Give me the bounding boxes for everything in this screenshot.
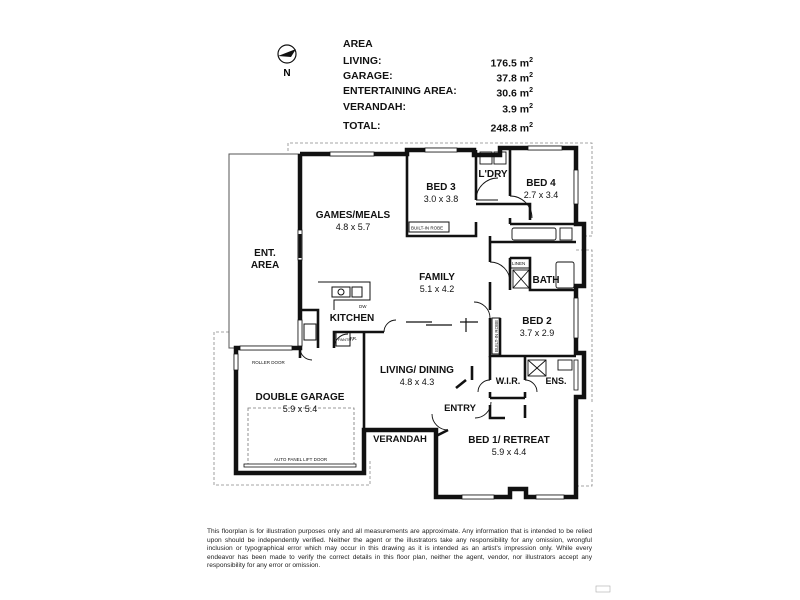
area-row-entertaining: ENTERTAINING AREA: 30.6 m2 [343,85,533,100]
area-label: LIVING: [343,54,382,67]
fridge-label: FR. [350,336,357,341]
garage-bay [243,407,357,468]
area-value: 176.5 m2 [490,56,533,70]
robe-label-bed3: BUILT-IN ROBE [411,226,443,231]
robes [408,221,531,355]
area-label: TOTAL: [343,119,381,132]
room-bed4-dims: 2.7 x 3.4 [524,190,559,200]
robe-label-bed2: BUILT-IN ROBE [494,320,499,352]
dw-label: DW [359,304,367,309]
area-value: 3.9 m2 [502,102,533,116]
illustrator-logo [595,585,611,593]
area-label: ENTERTAINING AREA: [343,85,457,98]
room-bath-name: BATH [532,275,559,286]
area-heading: AREA [343,38,373,50]
area-row-verandah: VERANDAH: 3.9 m2 [343,101,533,116]
exterior-walls [233,145,587,500]
bath-fixtures [479,151,575,377]
room-bed2-dims: 3.7 x 2.9 [520,328,555,338]
room-garage-dims: 5.9 x 5.4 [283,404,318,414]
linen-label: LINEN [512,261,525,266]
room-games-name: GAMES/MEALS [316,210,391,221]
room-bed2-name: BED 2 [522,316,552,327]
room-verandah-name: VERANDAH [373,434,427,445]
room-bed4-name: BED 4 [526,178,556,189]
area-row-garage: GARAGE: 37.8 m2 [343,70,533,85]
room-ent-name-1: ENT. [254,248,276,259]
kitchen-bench [303,281,371,347]
area-value: 37.8 m2 [496,72,533,85]
area-row-living: LIVING: 176.5 m2 [343,55,533,70]
room-games-dims: 4.8 x 5.7 [336,222,371,232]
room-kitchen-name: KITCHEN [330,313,374,324]
roller-door-label: ROLLER DOOR [252,360,286,365]
boundary-lines [213,142,593,498]
area-table: AREA LIVING: 176.5 m2 GARAGE: 37.8 m2 EN… [343,38,533,135]
room-labels: BED 3 3.0 x 3.8 BED 4 2.7 x 3.4 L'DRY GA… [251,169,567,457]
room-bed1-dims: 5.9 x 4.4 [492,447,527,457]
auto-door-label: AUTO PANEL LIFT DOOR [274,457,328,462]
room-ens-name: ENS. [545,376,566,386]
area-label: GARAGE: [343,70,393,83]
room-wir-name: W.I.R. [496,376,521,386]
room-bed1-name: BED 1/ RETREAT [468,435,550,446]
room-bed3-dims: 3.0 x 3.8 [424,194,459,204]
room-bed3-name: BED 3 [426,182,456,193]
room-ent-name-2: AREA [251,260,279,271]
disclaimer-text: This floorplan is for illustration purpo… [207,528,592,570]
north-arrow-icon [277,44,297,64]
room-entry-name: ENTRY [444,403,477,414]
room-family-name: FAMILY [419,272,455,283]
room-living-dims: 4.8 x 4.3 [400,377,435,387]
room-family-dims: 5.1 x 4.2 [420,284,455,294]
area-value: 30.6 m2 [496,87,533,100]
compass-label: N [283,68,290,79]
room-laundry-name: L'DRY [478,169,508,180]
room-garage-name: DOUBLE GARAGE [256,392,345,403]
pantry-label: PANTRY [338,337,354,342]
fixture-labels: BUILT-IN ROBE BUILT-IN ROBE LINEN DW FR.… [252,226,525,463]
room-living-name: LIVING/ DINING [380,365,454,376]
area-row-total: TOTAL: 248.8 m2 [343,120,533,135]
door-swings [299,177,538,431]
area-value: 248.8 m2 [490,121,533,135]
sliding-doors [298,234,478,332]
area-label: VERANDAH: [343,100,406,113]
